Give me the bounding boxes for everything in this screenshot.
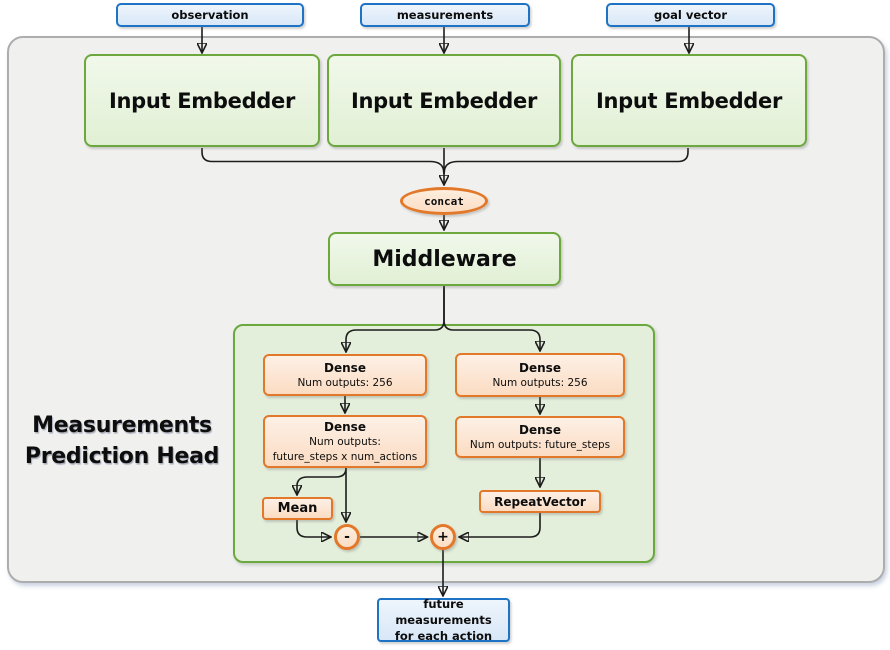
concat-label: concat <box>424 194 464 208</box>
head-title-line1: Measurements <box>32 413 212 438</box>
dense-left-1-box: Dense Num outputs: 256 <box>263 354 427 396</box>
dense-subtitle: Num outputs: <box>309 435 381 448</box>
repeat-vector-box: RepeatVector <box>479 490 601 513</box>
input-embedder-label: Input Embedder <box>350 88 538 113</box>
input-label-observation-text: observation <box>171 8 249 22</box>
dense-subtitle-2: future_steps x num_actions <box>272 450 418 463</box>
dense-right-2-box: Dense Num outputs: future_steps <box>455 416 625 458</box>
input-embedder-box-2: Input Embedder <box>327 54 561 147</box>
dense-right-1-box: Dense Num outputs: 256 <box>455 353 625 397</box>
dense-title: Dense <box>519 422 561 437</box>
output-line1: future measurements <box>395 597 492 627</box>
minus-label: - <box>344 529 350 545</box>
dense-subtitle: Num outputs: future_steps <box>469 438 611 451</box>
dense-title: Dense <box>324 360 366 375</box>
output-line2: for each action <box>394 629 493 643</box>
input-embedder-box-1: Input Embedder <box>84 54 320 147</box>
middleware-label: Middleware <box>372 246 517 272</box>
dense-left-2-box: Dense Num outputs: future_steps x num_ac… <box>263 415 427 468</box>
head-title-line2: Prediction Head <box>24 444 220 469</box>
input-label-goal-vector-text: goal vector <box>653 8 728 22</box>
input-embedder-label: Input Embedder <box>108 88 296 113</box>
concat-node: concat <box>400 187 488 215</box>
input-embedder-label: Input Embedder <box>595 88 783 113</box>
input-label-measurements: measurements <box>360 3 530 27</box>
mean-box: Mean <box>262 497 333 520</box>
input-label-observation: observation <box>116 3 304 27</box>
dense-title: Dense <box>324 419 366 434</box>
plus-label: + <box>437 529 449 545</box>
head-title: Measurements Prediction Head <box>17 410 227 472</box>
input-label-goal-vector: goal vector <box>606 3 775 27</box>
mean-label: Mean <box>277 501 318 516</box>
repeat-vector-label: RepeatVector <box>494 494 586 509</box>
minus-operator-node: - <box>334 524 360 550</box>
input-embedder-box-3: Input Embedder <box>571 54 807 147</box>
plus-operator-node: + <box>430 524 456 550</box>
middleware-box: Middleware <box>328 232 561 286</box>
dense-title: Dense <box>519 360 561 375</box>
input-label-measurements-text: measurements <box>396 8 494 22</box>
output-box: future measurements for each action <box>377 597 510 643</box>
dense-subtitle: Num outputs: 256 <box>492 376 588 389</box>
dense-subtitle: Num outputs: 256 <box>297 376 393 389</box>
